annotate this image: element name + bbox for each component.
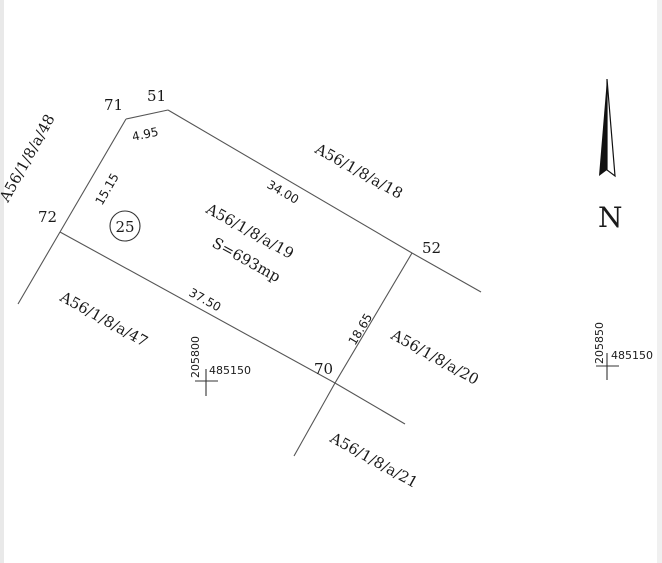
neighbor-47: A56/1/8/a/47 (56, 287, 151, 350)
grid-mark-1: 205800 485150 (189, 336, 251, 396)
edge-70-72 (59, 231, 336, 384)
distance-71-51: 4.95 (131, 125, 160, 144)
distance-52-70: 18.65 (346, 311, 376, 348)
neighbor-20: A56/1/8/a/20 (387, 325, 482, 388)
vertex-51: 51 (147, 87, 166, 105)
edge-72-extension (17, 231, 61, 305)
edge-70-extension-right (334, 382, 406, 425)
north-arrow-light-half (606, 78, 616, 178)
north-arrow-dark-half (599, 79, 607, 176)
north-arrow-label: N (598, 201, 623, 234)
parcel-number: 25 (115, 218, 134, 236)
edge-52-70 (334, 252, 413, 384)
boundary-lines (17, 109, 482, 457)
grid-mark-2-north: 205850 (593, 322, 606, 364)
edge-51-52 (167, 109, 413, 254)
edge-72-71 (59, 118, 127, 233)
edge-70-extension (293, 382, 336, 457)
edge-71-51 (125, 109, 169, 120)
vertex-52: 52 (422, 239, 441, 257)
grid-mark-2-east: 485150 (611, 349, 653, 362)
parcel-number-circle (109, 210, 141, 242)
distance-51-52: 34.00 (265, 177, 302, 206)
edge-52-extension (411, 252, 482, 293)
frame-edge-left (0, 0, 4, 563)
frame-edge-right (657, 0, 662, 563)
vertex-72: 72 (38, 208, 57, 226)
neighbor-18: A56/1/8/a/18 (311, 139, 406, 202)
neighbor-21: A56/1/8/a/21 (326, 428, 421, 491)
distance-72-71: 15.15 (92, 171, 121, 208)
vertex-70: 70 (314, 360, 333, 378)
north-arrow: N (598, 78, 623, 234)
neighbor-48: A56/1/8/a/48 (0, 111, 59, 206)
grid-mark-1-north: 205800 (189, 336, 202, 378)
grid-mark-2: 205850 485150 (593, 322, 653, 380)
grid-mark-1-east: 485150 (209, 364, 251, 377)
distance-70-72: 37.50 (187, 285, 224, 314)
vertex-71: 71 (104, 96, 123, 114)
